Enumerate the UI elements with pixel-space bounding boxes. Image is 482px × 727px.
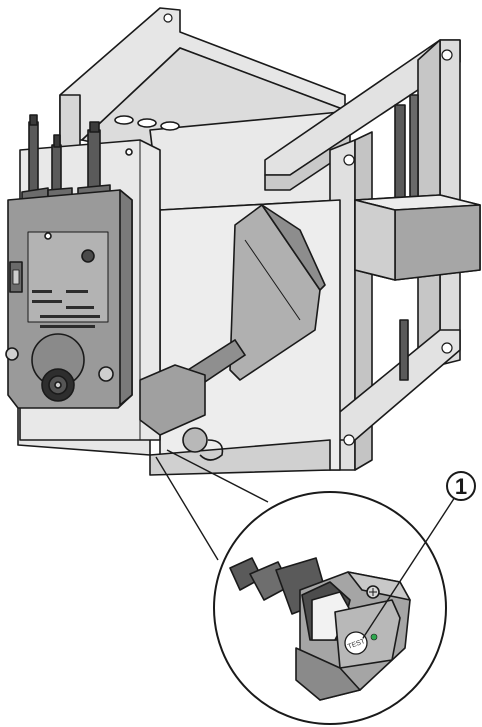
adjustment-knob — [31, 333, 85, 402]
callout-number: 1 — [455, 474, 467, 499]
status-led — [370, 633, 378, 641]
auxiliary-switch — [139, 364, 224, 461]
callout-leader-line — [362, 496, 456, 639]
actuator — [5, 114, 161, 441]
callout-marker-circle — [446, 471, 476, 501]
actuator-label-marks — [32, 290, 100, 328]
callout-1: 1 — [362, 471, 476, 639]
detail-cable — [229, 557, 329, 615]
test-button: TEST — [344, 631, 368, 655]
detail-magnifier: TEST — [213, 491, 447, 725]
magnifier-leader-lines — [155, 449, 269, 561]
damper-blade — [229, 204, 326, 381]
